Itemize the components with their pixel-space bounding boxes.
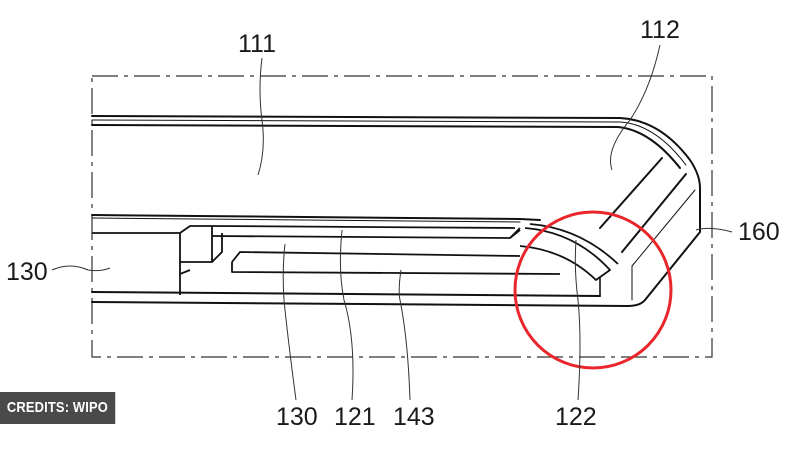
- device-body: [91, 115, 701, 307]
- label-121: 121: [334, 403, 376, 431]
- credit-badge: CREDITS: WIPO: [0, 392, 115, 424]
- label-143: 143: [393, 403, 435, 431]
- label-112: 112: [640, 16, 680, 44]
- label-160: 160: [738, 218, 780, 246]
- highlight-circle: [513, 210, 673, 370]
- dashed-boundary: [91, 75, 713, 358]
- label-111: 111: [238, 30, 276, 58]
- label-130-bottom: 130: [276, 403, 318, 431]
- label-122: 122: [555, 403, 597, 431]
- internal-layers: [92, 223, 619, 295]
- reference-labels: 111 112 160 130 130 121 143 122: [6, 16, 780, 431]
- leader-lines: [51, 44, 733, 401]
- label-130-left: 130: [6, 258, 48, 286]
